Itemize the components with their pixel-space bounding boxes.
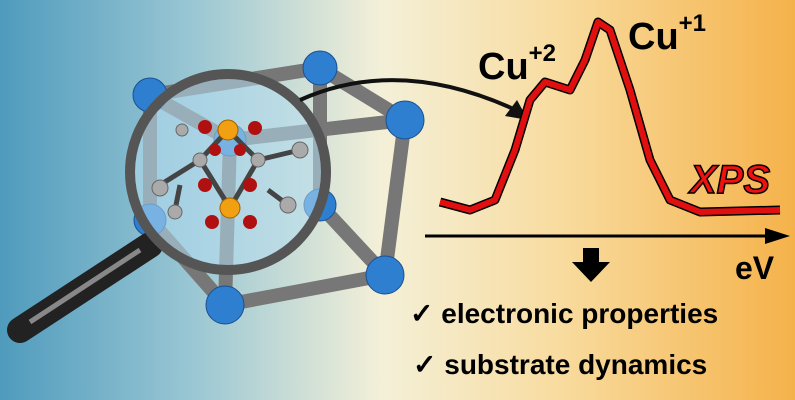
cu1-label: Cu+1 (628, 10, 707, 58)
bullet-substrate-dynamics: ✓ substrate dynamics (413, 349, 708, 380)
cu2-label: Cu+2 (478, 40, 557, 88)
down-arrow-icon (572, 248, 610, 282)
ev-axis-label: eV (735, 250, 775, 286)
xps-label: XPS (689, 157, 771, 203)
molecule (151, 119, 309, 229)
bullet-electronic-properties: ✓ electronic properties (410, 298, 719, 329)
magnifier-lens (125, 69, 331, 275)
pointer-arrow (299, 78, 521, 114)
